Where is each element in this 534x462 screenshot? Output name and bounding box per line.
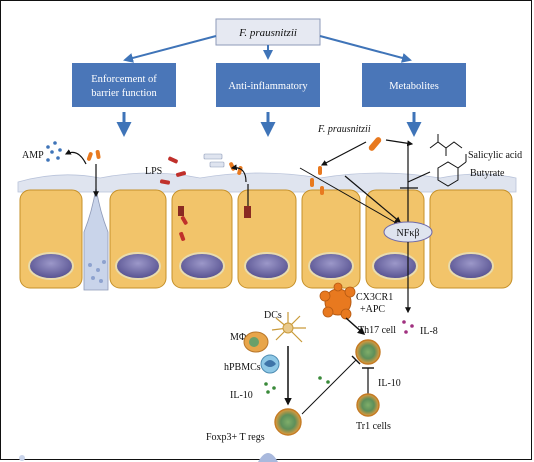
f-prausnitzii-2-label: F. prausnitzii	[317, 124, 371, 135]
nfkb-node: NFκβ	[383, 221, 433, 314]
cell-nucleus	[28, 252, 74, 280]
branch-barrier: Enforcement of barrier function	[72, 63, 176, 107]
amp-label: AMP	[22, 150, 44, 161]
branch-metabolites: Metabolites	[362, 63, 466, 107]
branch-anti-inflammatory: Anti-inflammatory	[216, 63, 320, 107]
secretory-cell	[83, 187, 109, 291]
cx3cr1-line2: +APC	[360, 304, 385, 315]
cell-nucleus	[244, 252, 290, 280]
hpbmcs-label: hPBMCs	[224, 362, 261, 373]
foxp3-tregs: Foxp3+ T regs	[206, 355, 361, 443]
title-node: F. prausnitzii	[215, 18, 321, 46]
corner-dot	[19, 455, 25, 461]
title-branch-arrows	[123, 35, 412, 63]
immune-cells-left: DCs MΦ hPBMCs	[224, 310, 306, 406]
cell-nucleus	[115, 252, 161, 280]
th17-label: Th17 cell	[358, 325, 396, 336]
lps-group: LPS	[145, 156, 188, 241]
tr1-label: Tr1 cells	[356, 421, 391, 432]
title-label: F. prausnitzii	[238, 27, 297, 39]
il10-left-group: IL-10	[230, 376, 330, 401]
cell-nucleus	[308, 252, 354, 280]
nfkb-label: NFκβ	[397, 228, 420, 239]
branch-barrier-line1: Enforcement of	[91, 74, 157, 85]
lower-secretion	[258, 453, 278, 462]
th17-cell: Th17 cell	[355, 325, 396, 365]
branch-metabolites-label: Metabolites	[389, 81, 439, 92]
cell-nucleus	[448, 252, 494, 280]
metabolite-group: F. prausnitzii Salicylic acid Butyrate	[299, 124, 522, 225]
cx3cr1-line1: CX3CR1	[356, 292, 393, 303]
tr1-group: IL-10 Tr1 cells	[356, 367, 401, 432]
il10-left-label: IL-10	[230, 390, 253, 401]
butyrate-label: Butyrate	[470, 168, 505, 179]
cell-nucleus	[179, 252, 225, 280]
amp-group: AMP	[22, 141, 101, 198]
branch-down-arrows	[116, 112, 422, 137]
lps-label: LPS	[145, 166, 162, 177]
dcs-label: DCs	[264, 310, 282, 321]
cell-nucleus	[372, 252, 418, 280]
salicylic-acid-label: Salicylic acid	[468, 150, 522, 161]
il10-right-label: IL-10	[378, 378, 401, 389]
branch-anti-inflammatory-label: Anti-inflammatory	[228, 81, 308, 92]
branch-barrier-line2: barrier function	[91, 88, 157, 99]
mphi-label: MΦ	[230, 332, 246, 343]
anti-inflammatory-bacteria	[203, 153, 251, 218]
cx3cr1-apc: CX3CR1 +APC	[319, 282, 393, 335]
mucus-layer	[17, 172, 517, 193]
il8-group: IL-8	[402, 320, 438, 337]
il8-label: IL-8	[420, 326, 438, 337]
foxp3-label: Foxp3+ T regs	[206, 432, 265, 443]
